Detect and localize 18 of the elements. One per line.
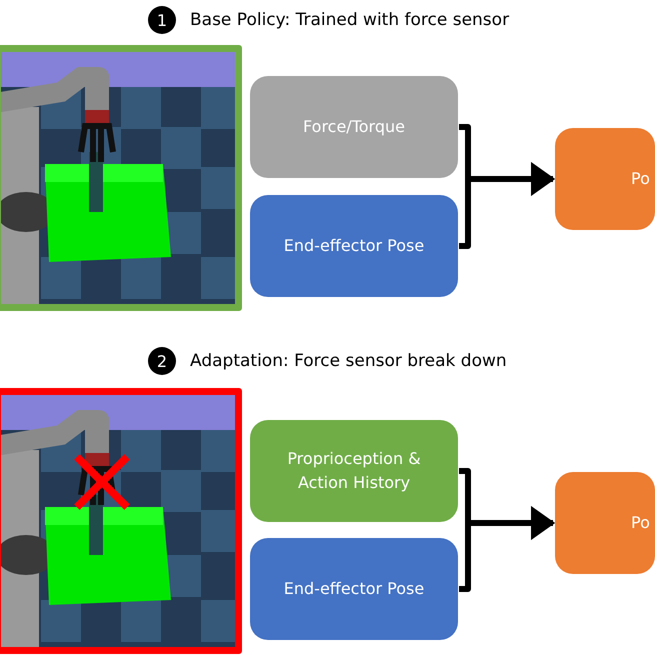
input-box xyxy=(250,195,458,297)
input-box xyxy=(250,538,458,640)
input-box xyxy=(250,420,458,522)
step-number-badge: 2 xyxy=(148,347,176,375)
policy-box xyxy=(555,472,655,574)
node-text: End-effector Pose xyxy=(284,578,424,600)
input-box xyxy=(250,76,458,178)
step-heading: Adaptation: Force sensor break down xyxy=(190,351,507,371)
step-heading: Base Policy: Trained with force sensor xyxy=(190,10,510,30)
arrow xyxy=(459,162,555,249)
policy-box xyxy=(555,128,655,230)
node-text: Force/Torque xyxy=(303,116,405,138)
node-text: Po xyxy=(631,512,650,534)
node-text: Proprioception & Action History xyxy=(286,448,422,494)
node-text: Po xyxy=(631,168,650,190)
step-number-badge: 1 xyxy=(148,6,176,34)
arrow xyxy=(459,506,555,592)
node-text: End-effector Pose xyxy=(284,235,424,257)
